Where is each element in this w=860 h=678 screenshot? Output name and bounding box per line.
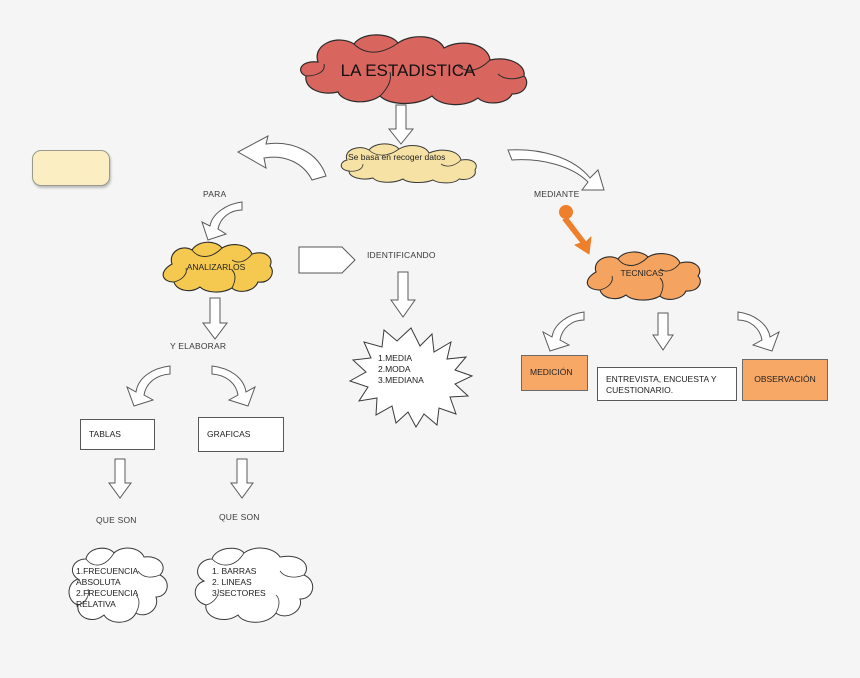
curved-arrow-icon-para-analizarlos [201,201,243,241]
cloud-tecnicas[interactable] [578,250,706,304]
connector-label-que-son-right: QUE SON [219,512,260,522]
box-observacion[interactable]: OBSERVACIÓN [742,359,828,401]
curved-arrow-icon-to-observacion [737,311,780,352]
box-entrevista-encuesta-cuestionario[interactable]: ENTREVISTA, ENCUESTA Y CUESTIONARIO. [597,367,737,401]
connector-label-identificando: IDENTIFICANDO [367,250,436,260]
curved-arrow-icon-to-mediante [507,149,605,191]
connector-label-y-elaborar: Y ELABORAR [170,341,227,351]
curved-arrow-icon-to-medicion [542,311,585,352]
cloud-se-basa-label: Se basa en recoger datos [348,152,446,162]
pin-arrow-icon [559,205,592,255]
empty-note-box[interactable] [32,150,110,186]
curved-arrow-icon-to-para [236,135,327,181]
cloud-la-estadistica-label: LA ESTADISTICA [340,61,476,80]
empty-pentagon-arrow[interactable] [298,246,356,274]
cloud-tecnicas-label: TECNICAS [620,268,664,278]
box-entrevista-label: ENTREVISTA, ENCUESTA Y CUESTIONARIO. [606,374,717,396]
cloud-frecuencia-label: 1.FRECUENCIA ABSOLUTA 2.FRECUENCIA RELAT… [76,566,139,610]
box-graficas-label: GRAFICAS [207,428,251,439]
star-burst-medidas-label: 1.MEDIA 2.MODA 3.MEDIANA [378,353,424,386]
cloud-barras-label: 1. BARRAS 2. LINEAS 3.SECTORES [212,566,266,599]
box-tablas[interactable]: TABLAS [80,419,155,450]
connector-label-que-son-left: QUE SON [96,515,137,525]
cloud-frecuencia[interactable] [62,545,172,635]
block-arrow-down-icon [387,104,415,145]
cloud-analizarlos-label: ANALIZARLOS [186,262,246,272]
block-arrow-down-icon-analizarlos [202,297,228,340]
cloud-se-basa-en-recoger-datos[interactable] [325,142,483,184]
connector-label-mediante: MEDIANTE [534,189,580,199]
box-medicion-label: MEDICIÓN [530,367,573,378]
box-tablas-label: TABLAS [89,428,121,439]
box-medicion[interactable]: MEDICIÓN [521,355,588,391]
box-observacion-label: OBSERVACIÓN [754,374,816,385]
block-arrow-down-icon-graficas [230,458,254,499]
box-graficas[interactable]: GRAFICAS [198,417,284,452]
cloud-analizarlos[interactable] [154,240,278,296]
block-arrow-down-icon-identificando [390,271,416,318]
curved-arrow-icon-to-tablas [126,365,171,407]
block-arrow-down-icon-tablas [108,458,132,499]
curved-arrow-icon-to-graficas [211,365,256,407]
cloud-la-estadistica[interactable] [272,32,544,108]
cloud-barras[interactable] [186,545,318,635]
connector-label-para: PARA [203,189,227,199]
block-arrow-down-icon-entrevista [652,312,674,351]
star-burst-medidas[interactable] [348,326,474,429]
